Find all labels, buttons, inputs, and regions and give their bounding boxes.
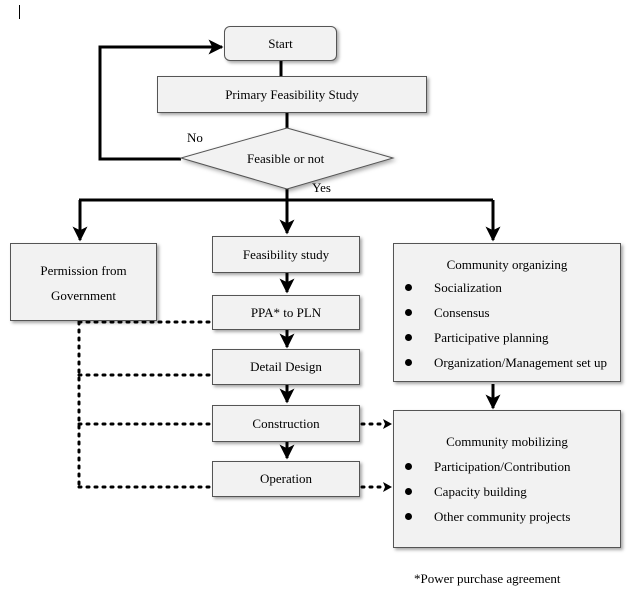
no-label: No: [187, 130, 203, 145]
start-label: Start: [268, 35, 293, 51]
community-organizing-node: Community organizing Socialization Conse…: [393, 243, 621, 382]
community-mobilizing-item: Participation/Contribution: [394, 454, 620, 479]
primary-feasibility-study-label: Primary Feasibility Study: [225, 86, 359, 102]
ppa-label: PPA* to PLN: [250, 304, 322, 320]
construction-to-mobilizing-arrowhead: [383, 419, 392, 429]
detail-design-node: Detail Design: [212, 349, 360, 385]
community-organizing-list: Socialization Consensus Participative pl…: [394, 275, 620, 375]
community-organizing-item: Participative planning: [394, 325, 620, 350]
start-node: Start: [224, 26, 337, 61]
yes-label: Yes: [312, 180, 331, 195]
operation-to-mobilizing-arrowhead: [383, 482, 392, 492]
operation-label: Operation: [260, 471, 312, 486]
community-mobilizing-node: Community mobilizing Participation/Contr…: [393, 410, 621, 548]
community-organizing-item: Organization/Management set up: [394, 350, 620, 375]
community-organizing-title: Community organizing: [446, 257, 568, 272]
construction-label: Construction: [252, 415, 320, 431]
permission-node: Permission from Government: [10, 243, 157, 321]
community-mobilizing-list: Participation/Contribution Capacity buil…: [394, 454, 620, 529]
permission-label-line1: Permission from: [40, 263, 127, 278]
community-mobilizing-title: Community mobilizing: [446, 434, 568, 449]
feasibility-study-label: Feasibility study: [242, 246, 330, 262]
permission-label-line2: Government: [51, 288, 116, 303]
operation-node: Operation: [212, 461, 360, 497]
primary-feasibility-study-node: Primary Feasibility Study: [157, 76, 427, 113]
community-mobilizing-item: Capacity building: [394, 479, 620, 504]
decision-label: Feasible or not: [247, 151, 325, 166]
ppa-node: PPA* to PLN: [212, 295, 360, 330]
detail-design-label: Detail Design: [250, 359, 322, 374]
community-organizing-item: Socialization: [394, 275, 620, 300]
footnote: *Power purchase agreement: [414, 571, 561, 586]
text-cursor: [19, 5, 20, 19]
feasibility-study-node: Feasibility study: [212, 236, 360, 273]
decision-diamond: [179, 127, 395, 190]
construction-node: Construction: [212, 405, 360, 442]
no-loop-connector: [98, 39, 224, 161]
community-organizing-item: Consensus: [394, 300, 620, 325]
community-mobilizing-item: Other community projects: [394, 504, 620, 529]
